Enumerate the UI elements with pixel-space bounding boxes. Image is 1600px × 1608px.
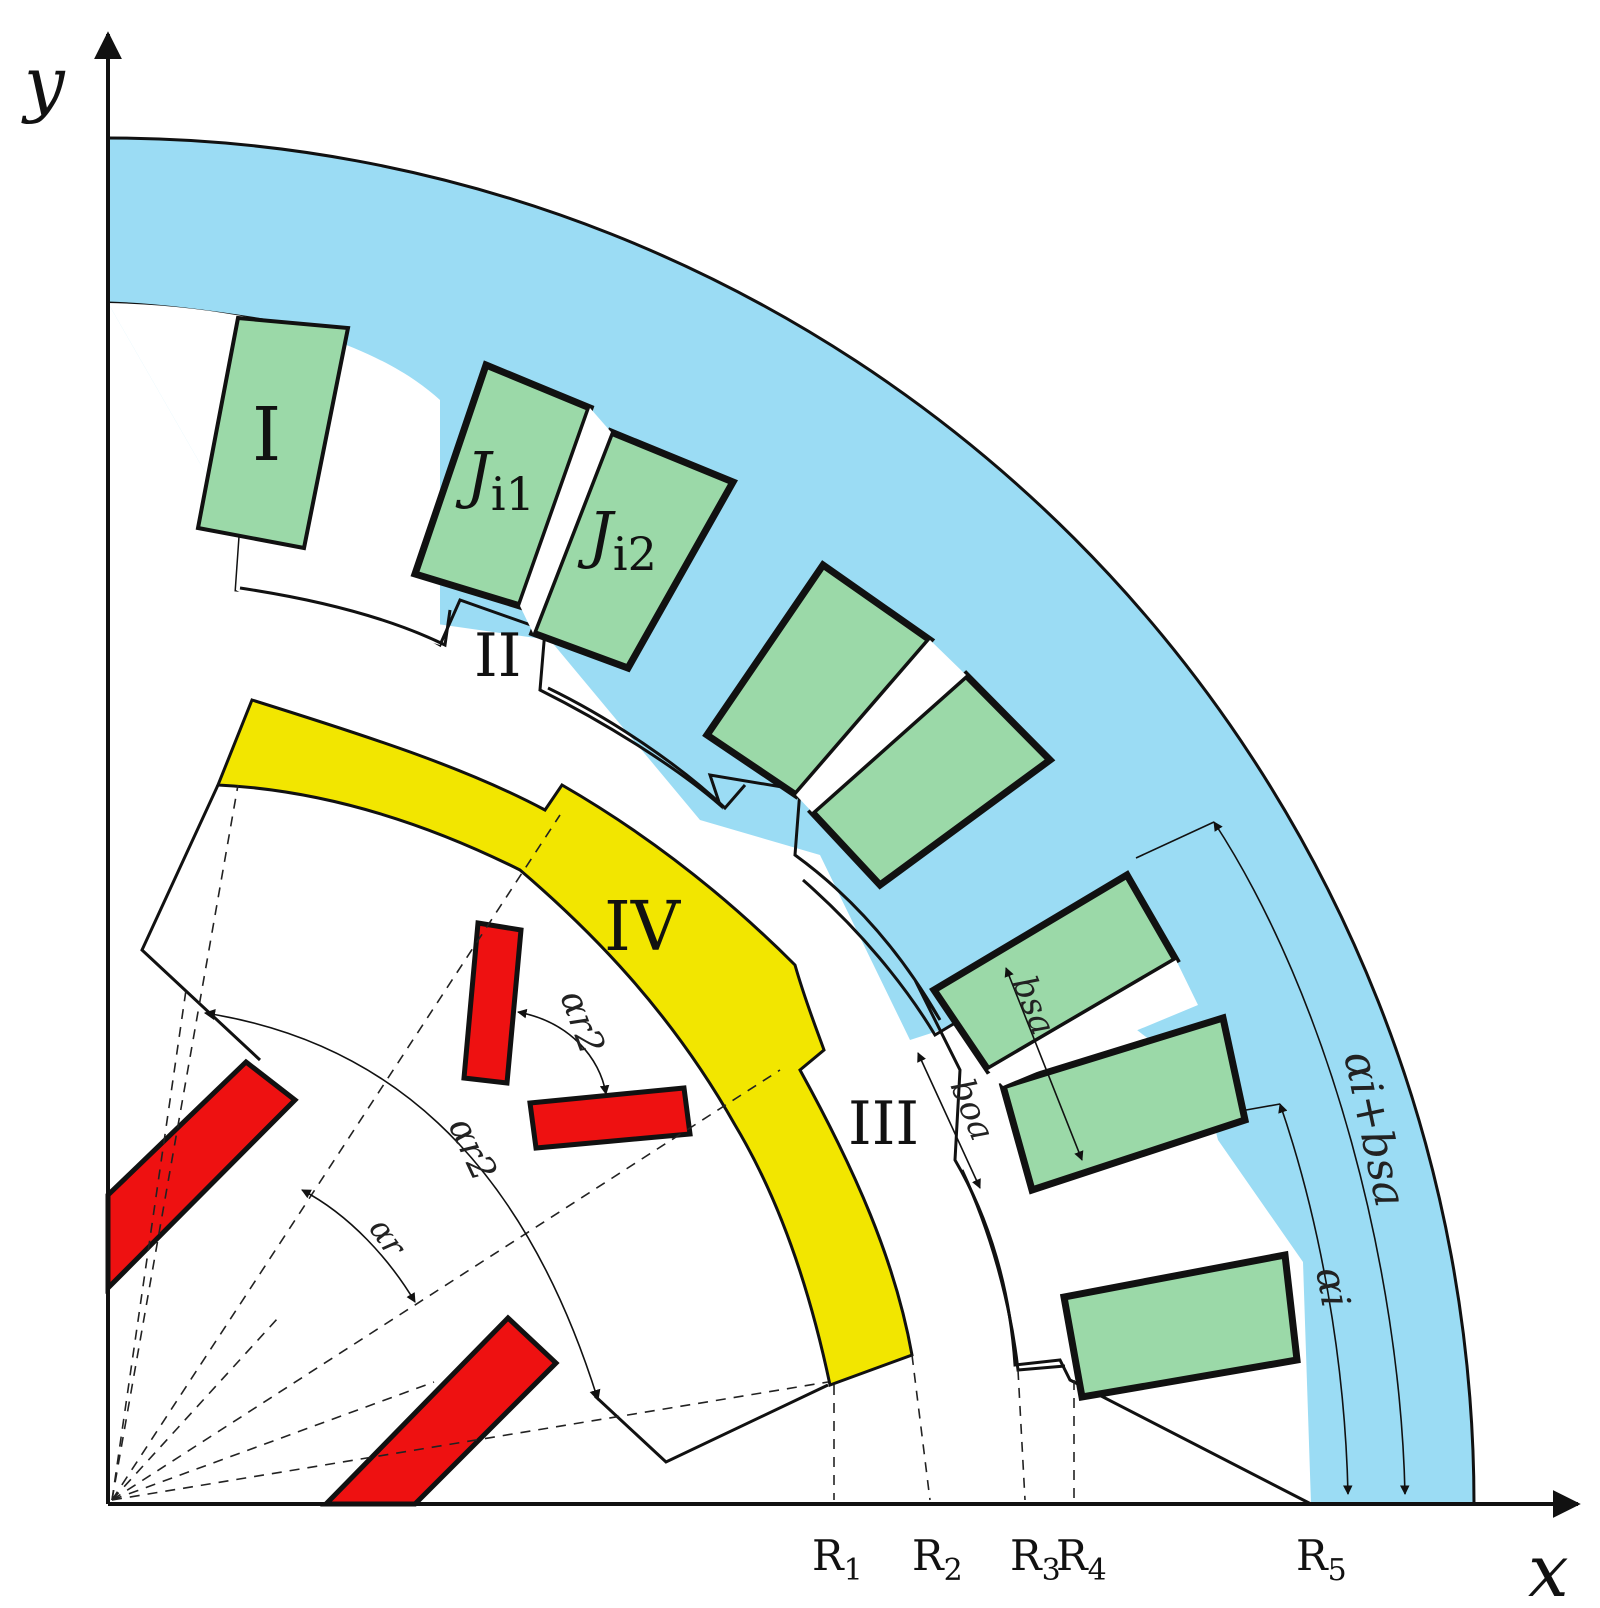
boa-label: boa	[942, 1073, 1003, 1146]
r2-main: R	[912, 1531, 945, 1580]
dash-radial-5	[111, 1381, 829, 1501]
sleeve-region-iv	[215, 698, 914, 1388]
boa-dimension	[917, 1052, 981, 1189]
stator-tooth-tip-4	[960, 1169, 1066, 1372]
r3-main: R	[1010, 1531, 1043, 1580]
r3-label: R3	[1010, 1531, 1061, 1588]
stator-tooth-tip-3	[802, 878, 961, 1038]
stator-outer-arc	[107, 136, 1476, 1505]
j-i1-sub: i1	[491, 467, 535, 521]
r5-label: R5	[1296, 1531, 1347, 1588]
alpha-r2-magnet-arc	[517, 1008, 610, 1095]
r5-sub: 5	[1328, 1553, 1347, 1588]
dash-r3-drop	[1017, 1369, 1026, 1501]
r1-label: R1	[812, 1531, 863, 1588]
region-iii-label: III	[848, 1089, 919, 1159]
dash-radial-7	[111, 1381, 435, 1501]
r1-main: R	[812, 1531, 845, 1580]
alpha-i-end	[1245, 1103, 1281, 1111]
region-i-label: I	[252, 392, 281, 478]
alpha-r2-pole-arc	[203, 1009, 601, 1402]
r4-label: R4	[1056, 1531, 1107, 1588]
alpha-r-arc	[301, 1189, 416, 1303]
slot-gap-1	[520, 408, 611, 633]
alpha-i-label: αi	[1306, 1264, 1358, 1311]
r1-sub: 1	[844, 1553, 863, 1588]
r3-sub: 3	[1042, 1553, 1061, 1588]
dash-radial-1	[111, 784, 239, 1501]
region-ii-label: II	[474, 621, 521, 691]
r5-main: R	[1296, 1531, 1329, 1580]
dash-r2-drop	[911, 1354, 931, 1501]
region-iv-label: IV	[604, 888, 682, 967]
dash-radial-2	[111, 989, 187, 1501]
coil-slot5	[1059, 1250, 1301, 1402]
slot-gap-2	[796, 640, 966, 812]
y-axis-label: y	[21, 41, 66, 125]
dimension-arcs-group	[203, 821, 1410, 1495]
coil-region-i	[195, 315, 351, 551]
j-i2-sub: i2	[613, 527, 657, 581]
stator-tooth-tip-1	[239, 586, 452, 648]
bsa-dimension	[1004, 967, 1084, 1161]
rotor-bottom-edge	[593, 1383, 829, 1464]
alpha-i-arc	[1278, 1103, 1353, 1495]
x-axis-label: x	[1528, 1529, 1569, 1608]
r2-sub: 2	[944, 1553, 963, 1588]
stator-tooth-tip-2	[547, 686, 747, 811]
r4-main: R	[1056, 1531, 1089, 1580]
alpha-i-plus-bsa-end	[1135, 821, 1215, 859]
r2-label: R2	[912, 1531, 963, 1588]
r4-sub: 4	[1088, 1553, 1107, 1588]
